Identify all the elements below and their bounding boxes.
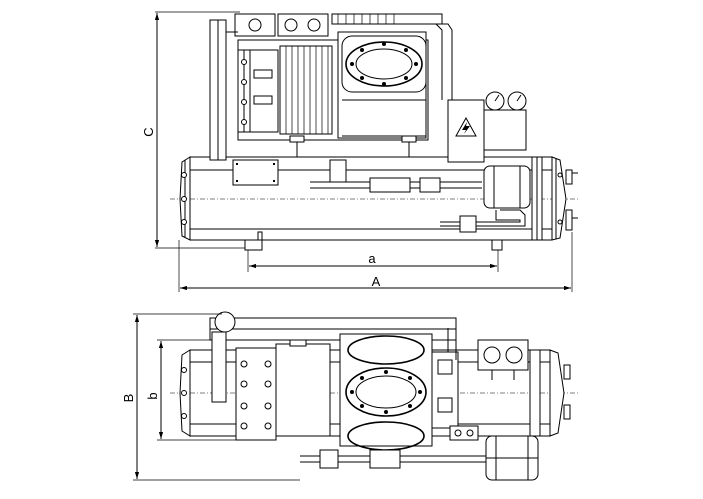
gauge-panel-top [477, 339, 529, 380]
dimension-a: a [247, 250, 499, 272]
dimension-label-C: C [141, 127, 156, 136]
dimension-C: C [141, 11, 245, 249]
lightning-bolt-icon [462, 122, 470, 134]
dimension-label-a: a [368, 251, 376, 266]
compressor [209, 13, 453, 161]
dimension-A: A [178, 232, 573, 292]
dimension-label-A: A [372, 274, 381, 289]
dimension-label-B: B [121, 394, 136, 403]
top-view: B b [121, 311, 580, 481]
electrical-box [447, 91, 527, 163]
side-view: C a A [141, 11, 580, 292]
dimension-label-b: b [145, 392, 160, 399]
dimension-B: B [121, 313, 300, 481]
name-plate [232, 159, 279, 186]
liquid-line [310, 159, 531, 233]
compressor-top [209, 311, 459, 451]
liquid-line-top [300, 425, 539, 481]
dimension-b: b [145, 339, 240, 441]
